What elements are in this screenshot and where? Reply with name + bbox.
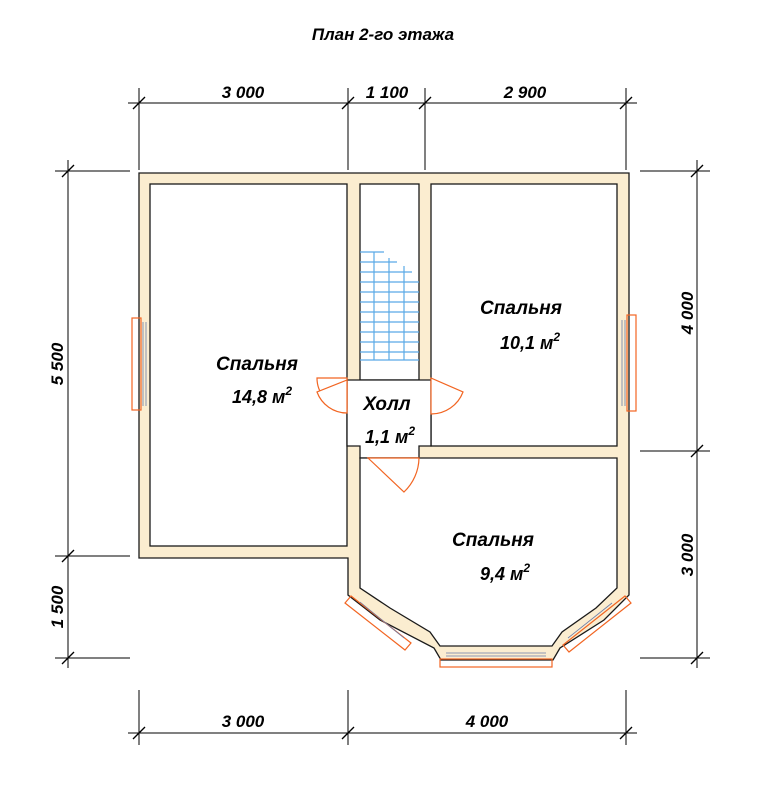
walls bbox=[138, 172, 630, 661]
staircase bbox=[360, 251, 419, 361]
dim-left-1: 5 500 bbox=[48, 342, 67, 385]
room-name: Спальня bbox=[452, 530, 534, 551]
dim-bottom-2: 4 000 bbox=[465, 712, 509, 731]
bottom-dimension-chain bbox=[128, 690, 637, 745]
dim-right-2: 3 000 bbox=[678, 533, 697, 576]
room-bedroom-1: Спальня 14,8 м2 bbox=[216, 354, 298, 407]
doors bbox=[316, 377, 464, 493]
room-area: 10,1 м2 bbox=[500, 330, 560, 353]
right-dimension-chain bbox=[640, 160, 710, 668]
room-bedroom-3: Спальня 9,4 м2 bbox=[452, 530, 534, 584]
plan-title: План 2-го этажа bbox=[312, 25, 454, 44]
room-name: Холл bbox=[362, 394, 410, 415]
room-name: Спальня bbox=[480, 298, 562, 319]
room-hall: Холл 1,1 м2 bbox=[362, 394, 415, 447]
left-dimension-chain bbox=[55, 160, 130, 668]
dim-top-2: 1 100 bbox=[366, 83, 409, 102]
dim-bottom-1: 3 000 bbox=[222, 712, 265, 731]
room-area: 14,8 м2 bbox=[232, 384, 292, 407]
room-area: 9,4 м2 bbox=[480, 561, 530, 584]
top-dimension-chain bbox=[128, 88, 637, 170]
dim-top-1: 3 000 bbox=[222, 83, 265, 102]
room-bedroom-2: Спальня 10,1 м2 bbox=[480, 298, 562, 353]
dim-left-2: 1 500 bbox=[48, 585, 67, 628]
room-area: 1,1 м2 bbox=[365, 424, 415, 447]
windows bbox=[131, 314, 637, 668]
dim-right-1: 4 000 bbox=[678, 291, 697, 335]
dim-top-3: 2 900 bbox=[503, 83, 547, 102]
room-name: Спальня bbox=[216, 354, 298, 375]
